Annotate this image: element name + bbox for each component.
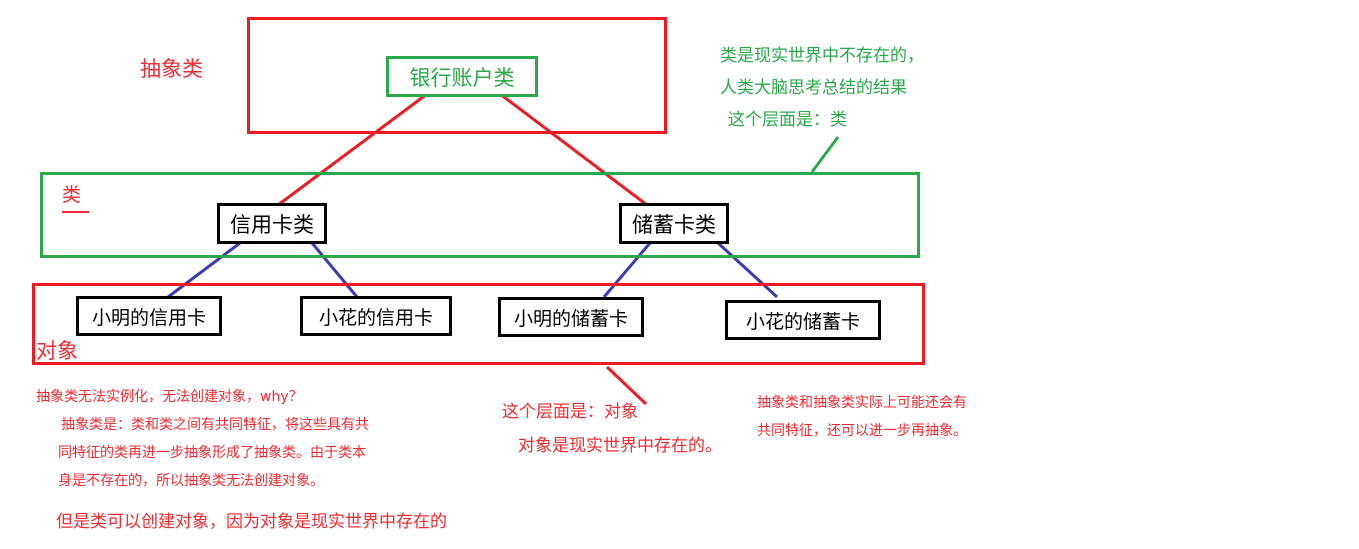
node-xiaoming-credit-card[interactable]: 小明的信用卡: [76, 296, 222, 336]
edge-credit-to-xm: [167, 241, 241, 299]
node-xiaohua-debit-card-label: 小花的储蓄卡: [745, 310, 860, 333]
leader-red-object-note: [605, 365, 648, 406]
annotation-green-line-3: 这个层面是：类: [728, 110, 847, 131]
node-debit-card-class[interactable]: 储蓄卡类: [619, 203, 729, 244]
node-xiaohua-debit-card[interactable]: 小花的储蓄卡: [725, 300, 881, 340]
annotation-green-note: 类是现实世界中不存在的， 人类大脑思考总结的结果 这个层面是：类: [720, 44, 924, 130]
edge-debit-to-xh: [716, 241, 779, 299]
group-object: [32, 283, 925, 365]
annotation-red-right: 抽象类和抽象类实际上可能还会有 共同特征，还可以进一步再抽象。: [757, 394, 967, 439]
node-credit-card-class[interactable]: 信用卡类: [217, 203, 327, 244]
group-class: [40, 172, 920, 258]
node-bank-account-class-label: 银行账户类: [409, 65, 515, 90]
group-abstract-class: [247, 17, 667, 134]
annotation-red-left: 抽象类无法实例化，无法创建对象，why？ 抽象类是：类和类之间有共同特征，将这些…: [36, 388, 447, 532]
annotation-red-left-line-5: 但是类可以创建对象，因为对象是现实世界中存在的: [56, 511, 447, 532]
label-class: 类: [62, 184, 82, 206]
annotation-red-left-line-3: 同特征的类再进一步抽象形成了抽象类。由于类本: [58, 444, 366, 461]
annotation-red-left-line-1: 抽象类无法实例化，无法创建对象，why？: [36, 389, 303, 405]
annotation-red-left-line-4: 身是不存在的，所以抽象类无法创建对象。: [58, 472, 324, 489]
node-xiaoming-credit-card-label: 小明的信用卡: [91, 306, 206, 329]
node-xiaoming-debit-card-label: 小明的储蓄卡: [513, 307, 628, 330]
label-abstract-class: 抽象类: [140, 57, 203, 81]
annotation-green-line-2: 人类大脑思考总结的结果: [720, 78, 907, 99]
label-object: 对象: [36, 339, 78, 363]
node-xiaohua-credit-card-label: 小花的信用卡: [318, 306, 433, 329]
edge-root-to-debit: [499, 92, 648, 207]
edge-credit-to-xh: [310, 242, 359, 298]
edge-debit-to-xm: [602, 242, 652, 298]
annotation-red-left-line-2: 抽象类是：类和类之间有共同特征，将这些具有共: [61, 416, 369, 433]
annotation-red-middle-line-1: 这个层面是：对象: [502, 402, 638, 422]
edge-root-to-credit: [277, 92, 428, 207]
annotation-red-middle: 这个层面是：对象 对象是现实世界中存在的。: [502, 400, 722, 456]
node-xiaoming-debit-card[interactable]: 小明的储蓄卡: [498, 297, 644, 337]
annotation-red-right-line-2: 共同特征，还可以进一步再抽象。: [757, 422, 967, 439]
annotation-red-middle-line-2: 对象是现实世界中存在的。: [518, 436, 722, 457]
leader-green-note: [810, 136, 840, 173]
annotation-red-right-line-1: 抽象类和抽象类实际上可能还会有: [757, 395, 967, 411]
annotation-green-line-1: 类是现实世界中不存在的，: [720, 46, 924, 66]
node-bank-account-class[interactable]: 银行账户类: [386, 56, 538, 97]
node-credit-card-class-label: 信用卡类: [230, 212, 314, 237]
node-debit-card-class-label: 储蓄卡类: [632, 212, 716, 237]
label-class-underline: [62, 211, 89, 213]
node-xiaohua-credit-card[interactable]: 小花的信用卡: [300, 296, 452, 336]
